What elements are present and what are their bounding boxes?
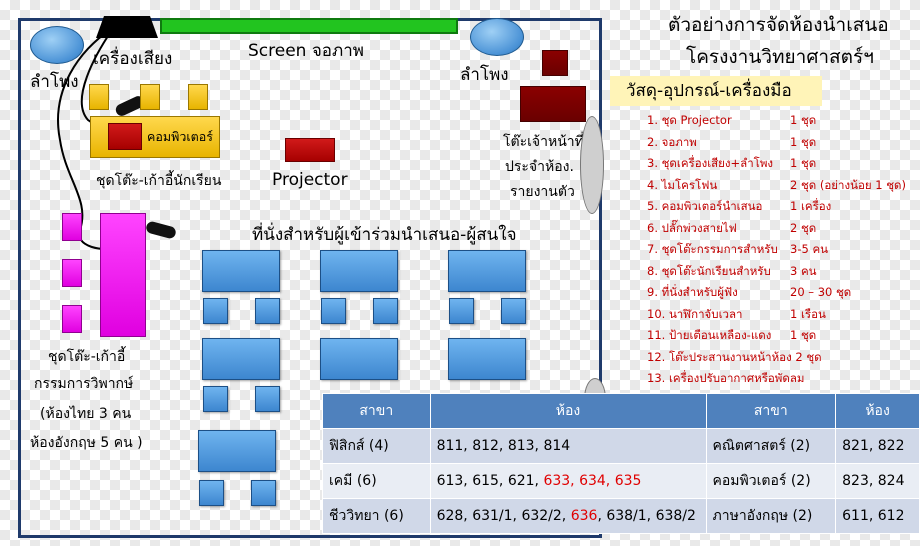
audience-chair (255, 386, 280, 412)
rooms-cell: 821, 822 (835, 428, 920, 464)
column-header: สาขา (322, 393, 431, 429)
rooms-table: สาขา ห้อง สาขา ห้อง ฟิสิกส์ (4) 811, 812… (322, 393, 920, 534)
officer-label-2: ประจำห้อง. (505, 159, 574, 175)
audience-chair (203, 298, 228, 324)
computer-label: คอมพิวเตอร์ (147, 129, 213, 144)
speaker-icon (30, 26, 84, 64)
audience-chair (255, 298, 280, 324)
branch-cell: ฟิสิกส์ (4) (322, 428, 431, 464)
rooms-cell: 611, 612 (835, 498, 920, 534)
screen-label: Screen จอภาพ (248, 41, 364, 61)
rooms-cell: 823, 824 (835, 463, 920, 499)
student-set-label: ชุดโต๊ะ-เก้าอี้นักเรียน (96, 173, 222, 189)
computer-icon (108, 123, 142, 150)
student-chair (140, 84, 160, 110)
audience-chair (373, 298, 398, 324)
rooms-cell: 811, 812, 813, 814 (429, 428, 707, 464)
rooms-cell: 613, 615, 621, 633, 634, 635 (429, 463, 707, 499)
column-header: สาขา (705, 393, 837, 429)
officer-table (520, 86, 586, 122)
table-header-row: สาขา ห้อง สาขา ห้อง (322, 393, 920, 429)
screen-bar (160, 18, 458, 34)
sound-system-label: เครื่องเสียง (93, 49, 173, 69)
column-header: ห้อง (835, 393, 920, 429)
student-chair (188, 84, 208, 110)
officer-chair (542, 50, 568, 76)
speaker-left-label: ลำโพง (30, 72, 79, 92)
audience-table (202, 338, 280, 380)
materials-heading: วัสดุ-อุปกรณ์-เครื่องมือ (610, 76, 822, 106)
officer-label-1: โต๊ะเจ้าหน้าที่ (503, 134, 584, 150)
officer-label-3: รายงานตัว (510, 184, 575, 200)
branch-cell: ชีววิทยา (6) (322, 498, 431, 534)
audience-table (202, 250, 280, 292)
branch-cell: ภาษาอังกฤษ (2) (705, 498, 837, 534)
committee-chair (62, 305, 82, 333)
projector-label: Projector (272, 170, 348, 190)
audience-table (320, 338, 398, 380)
audience-table (448, 338, 526, 380)
projector-icon (285, 138, 335, 162)
committee-table (100, 213, 146, 337)
list-item: 13. เครื่องปรับอากาศหรือพัดลม (647, 371, 805, 385)
student-chair (89, 84, 109, 110)
audience-chair (501, 298, 526, 324)
committee-chair (62, 213, 82, 241)
rooms-cell: 628, 631/1, 632/2, 636, 638/1, 638/2 (429, 498, 707, 534)
list-item: 12. โต๊ะประสานงานหน้าห้อง 2 ชุด (647, 349, 822, 364)
branch-cell: คณิตศาสตร์ (2) (705, 428, 837, 464)
speaker-icon (470, 18, 524, 56)
committee-label-3: (ห้องไทย 3 คน (40, 406, 132, 422)
branch-cell: คอมพิวเตอร์ (2) (705, 463, 837, 499)
branch-cell: เคมี (6) (322, 463, 431, 499)
page-title-line2: โครงงานวิทยาศาสตร์ฯ (686, 46, 874, 68)
audience-label: ที่นั่งสำหรับผู้เข้าร่วมนำเสนอ-ผู้สนใจ (252, 225, 517, 245)
audience-chair (449, 298, 474, 324)
audience-chair (203, 386, 228, 412)
committee-label-4: ห้องอังกฤษ 5 คน ) (30, 435, 143, 451)
column-header: ห้อง (429, 393, 707, 429)
audience-chair (251, 480, 276, 506)
committee-label-2: กรรมการวิพากษ์ (34, 376, 134, 392)
table-row: ชีววิทยา (6) 628, 631/1, 632/2, 636, 638… (322, 498, 920, 534)
table-row: เคมี (6) 613, 615, 621, 633, 634, 635 คอ… (322, 463, 920, 499)
audience-table (198, 430, 276, 472)
audience-chair (199, 480, 224, 506)
speaker-right-label: ลำโพง (460, 65, 509, 85)
committee-chair (62, 259, 82, 287)
audience-table (448, 250, 526, 292)
committee-label-1: ชุดโต๊ะ-เก้าอี้ (48, 349, 126, 365)
page-title-line1: ตัวอย่างการจัดห้องนำเสนอ (668, 14, 889, 36)
table-row: ฟิสิกส์ (4) 811, 812, 813, 814 คณิตศาสตร… (322, 428, 920, 464)
audience-table (320, 250, 398, 292)
door-icon (580, 116, 604, 214)
audience-chair (321, 298, 346, 324)
